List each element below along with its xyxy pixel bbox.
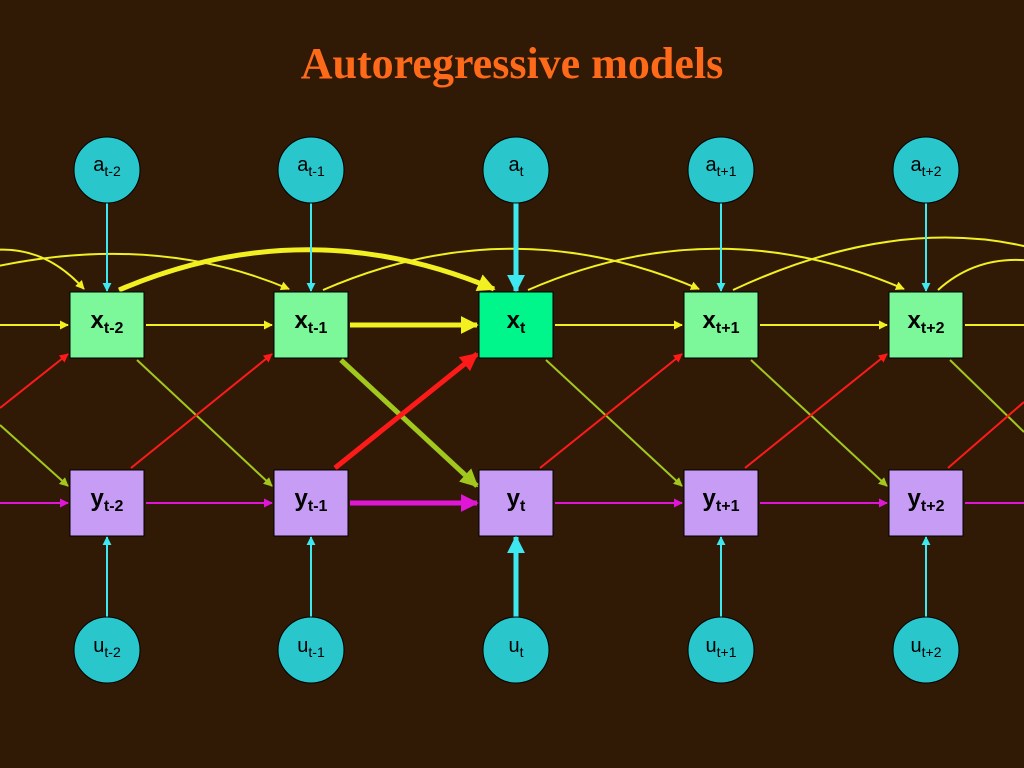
a-node-2 — [482, 136, 550, 204]
a-node-4-label: at+2 — [911, 154, 942, 178]
a-node-3 — [687, 136, 755, 204]
edges-layer — [0, 203, 1024, 617]
y-to-x-edge-3-4 — [744, 353, 888, 469]
y-node-2 — [478, 469, 554, 537]
u-node-1 — [277, 616, 345, 684]
u-node-3-label: ut+1 — [706, 635, 737, 659]
u-node-2-label: ut — [508, 635, 523, 659]
a-node-3-label: at+1 — [706, 154, 737, 178]
y-to-x-edge-0-1 — [130, 353, 273, 469]
y-node-3-label: yt+1 — [703, 485, 740, 515]
y-node-4-label: yt+2 — [908, 485, 945, 515]
u-node-3 — [687, 616, 755, 684]
x-node-4-label: xt+2 — [908, 307, 945, 337]
y-node-1-label: yt-1 — [295, 485, 328, 515]
x-node-0-label: xt-2 — [91, 307, 124, 337]
y-node-4 — [888, 469, 964, 537]
y-to-x-edge-in — [0, 353, 69, 409]
x-node-1-label: xt-1 — [295, 307, 328, 337]
x-to-y-edge-0-1 — [136, 359, 273, 487]
x-node-0 — [69, 291, 145, 359]
x-node-4 — [888, 291, 964, 359]
a-node-0-label: at-2 — [93, 154, 121, 178]
y-node-2-label: yt — [507, 485, 526, 515]
a-node-4 — [892, 136, 960, 204]
x-node-3 — [683, 291, 759, 359]
x-arc-out-a — [732, 236, 1024, 291]
y-to-x-edge-2-3 — [539, 353, 683, 469]
x-arc-in-b — [0, 252, 290, 290]
y-node-0 — [69, 469, 145, 537]
x-arc-2-4 — [527, 247, 905, 291]
x-to-y-edge-3-4 — [750, 359, 888, 487]
y-node-1 — [273, 469, 349, 537]
x-arc-out-b — [937, 258, 1024, 291]
nodes-layer: at-2 xt-2 yt-2 ut-2 at-1 xt-1 yt-1 ut-1 at xt yt ut… — [69, 136, 964, 684]
u-node-0 — [73, 616, 141, 684]
x-to-y-edge-2-3 — [545, 359, 683, 487]
u-node-0-label: ut-2 — [93, 635, 121, 659]
x-node-1 — [273, 291, 349, 359]
u-node-1-label: ut-1 — [297, 635, 325, 659]
y-node-0-label: yt-2 — [91, 485, 124, 515]
y-node-3 — [683, 469, 759, 537]
a-node-2-label: at — [508, 154, 523, 178]
page-title: Autoregressive models — [300, 39, 724, 88]
x-to-y-edge-1-2 — [339, 358, 479, 488]
x-to-y-edge-out — [949, 359, 1024, 433]
u-node-4 — [892, 616, 960, 684]
a-node-0 — [73, 136, 141, 204]
y-to-x-edge-out — [947, 401, 1024, 469]
x-arc-0-2 — [118, 247, 496, 293]
x-node-2 — [478, 291, 554, 359]
a-node-1-label: at-1 — [297, 154, 325, 178]
x-arc-in-a — [0, 248, 85, 290]
u-node-2 — [482, 616, 550, 684]
x-node-2-label: xt — [507, 307, 526, 337]
a-node-1 — [277, 136, 345, 204]
x-arc-1-3 — [322, 247, 700, 291]
x-node-3-label: xt+1 — [703, 307, 740, 337]
x-to-y-edge-in — [0, 424, 69, 487]
y-to-x-edge-1-2 — [333, 352, 479, 470]
u-node-4-label: ut+2 — [911, 635, 942, 659]
